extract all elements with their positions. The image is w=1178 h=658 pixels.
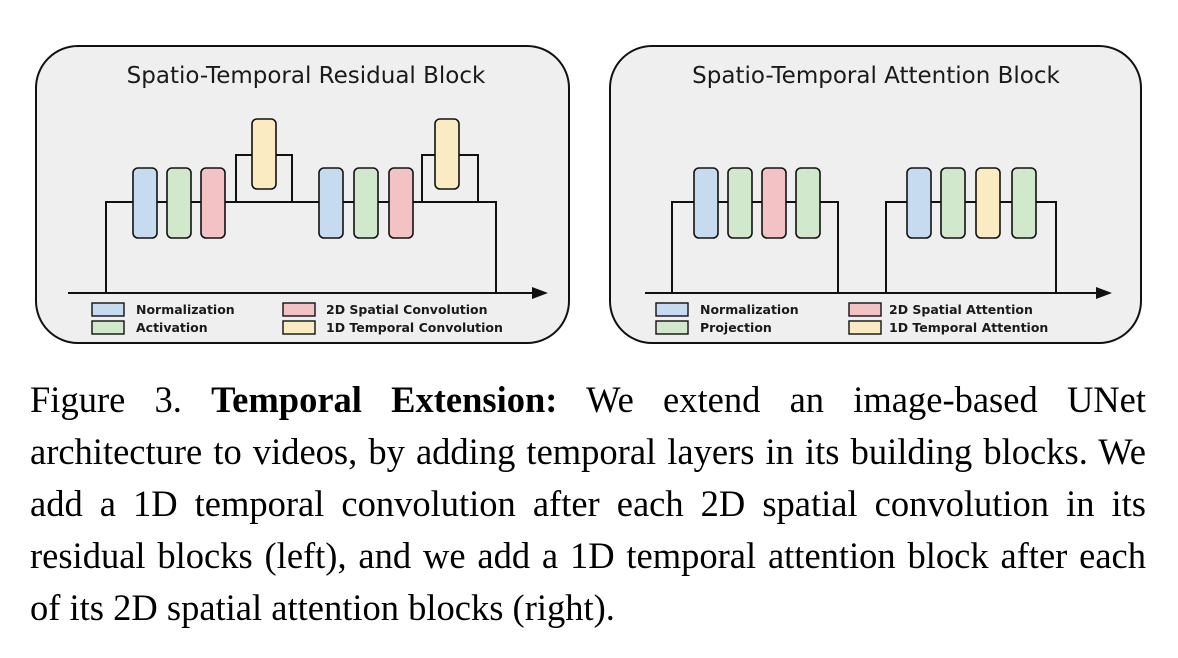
normalization-layer [906, 167, 932, 239]
residual-block-panel: Spatio-Temporal Residual Block N [35, 45, 570, 344]
legend-label: Normalization [700, 302, 799, 317]
legend-swatch [655, 302, 689, 317]
legend-label: Activation [136, 320, 208, 335]
projection-layer [1011, 167, 1037, 239]
legend-label: 2D Spatial Attention [889, 302, 1033, 317]
temporal-conv-layer [251, 118, 277, 190]
temporal-conv-layer [434, 118, 460, 190]
residual-layers [132, 118, 460, 239]
attention-wires [645, 201, 1112, 299]
panel-title: Spatio-Temporal Attention Block [692, 63, 1060, 89]
legend-swatch [282, 320, 316, 335]
attention-block-panel: Spatio-Temporal Attention Block Normaliz… [609, 45, 1142, 344]
caption-bold-title: Temporal Extension: [211, 379, 558, 420]
legend-swatch [655, 320, 689, 335]
legend-swatch [91, 320, 125, 335]
figure-diagram: Spatio-Temporal Residual Block N [35, 45, 1142, 344]
legend-label: Projection [700, 320, 772, 335]
residual-legend: Normalization Activation 2D Spatial Conv… [91, 302, 503, 335]
normalization-layer [693, 167, 719, 239]
legend-swatch [848, 302, 882, 317]
panel-frame [35, 45, 570, 344]
projection-layer [795, 167, 821, 239]
legend-label: 1D Temporal Attention [889, 320, 1048, 335]
legend-label: Normalization [136, 302, 235, 317]
activation-layer [166, 167, 192, 239]
normalization-layer [132, 167, 158, 239]
legend-label: 2D Spatial Convolution [326, 302, 487, 317]
legend-swatch [91, 302, 125, 317]
projection-layer [940, 167, 966, 239]
legend-swatch [848, 320, 882, 335]
panel-title: Spatio-Temporal Residual Block [127, 63, 486, 89]
legend-label: 1D Temporal Convolution [326, 320, 503, 335]
residual-wires [68, 154, 548, 299]
temporal-attention-layer [975, 167, 1001, 239]
caption-text: We extend an image-based UNet architectu… [30, 379, 1147, 628]
legend-swatch [282, 302, 316, 317]
spatial-conv-layer [388, 167, 414, 239]
activation-layer [353, 167, 379, 239]
panel-frame [609, 45, 1142, 344]
spatial-attention-layer [761, 167, 787, 239]
spatial-conv-layer [200, 167, 226, 239]
figure-caption: Figure 3. Temporal Extension: We extend … [30, 374, 1146, 634]
attention-layers [693, 167, 1037, 239]
caption-label: Figure 3. [30, 379, 182, 420]
normalization-layer [318, 167, 344, 239]
attention-legend: Normalization Projection 2D Spatial Atte… [655, 302, 1048, 335]
projection-layer [727, 167, 753, 239]
